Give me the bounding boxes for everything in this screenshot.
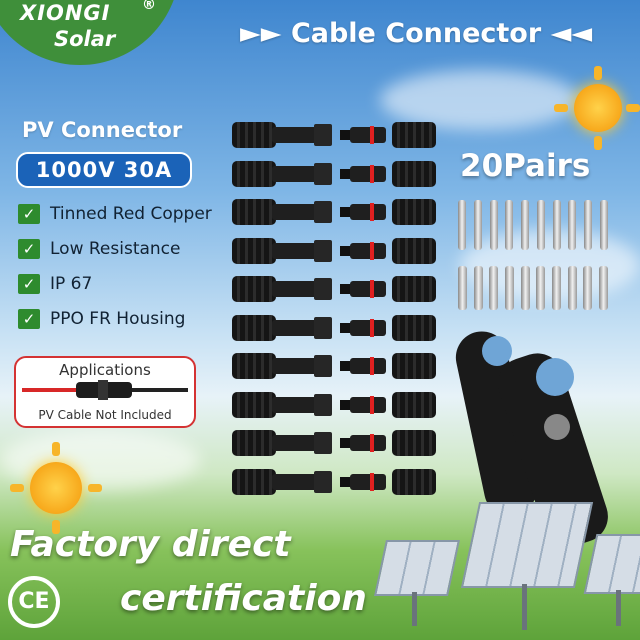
male-connector — [232, 426, 336, 465]
check-icon: ✓ — [18, 309, 40, 329]
female-connector — [340, 157, 444, 196]
brand-sub: Solar — [54, 27, 116, 51]
crimp-pin-icon — [552, 200, 561, 250]
feature-text: Tinned Red Copper — [50, 204, 212, 224]
male-connector — [232, 234, 336, 273]
male-connector — [232, 157, 336, 196]
feature-item: ✓ Tinned Red Copper — [18, 202, 228, 237]
female-connector — [340, 272, 444, 311]
female-connector — [340, 234, 444, 273]
crimp-pin-icon — [584, 200, 593, 250]
crimp-pin-icon — [473, 266, 483, 310]
red-cable — [22, 388, 84, 392]
female-connector — [340, 426, 444, 465]
crimp-pin-icon — [458, 200, 466, 250]
connector-column-female — [340, 118, 444, 503]
male-connector — [232, 349, 336, 388]
headline: ►► Cable Connector ◄◄ — [240, 18, 592, 49]
applications-note: PV Cable Not Included — [38, 408, 172, 422]
pin-row — [458, 266, 608, 310]
crimp-pin-icon — [505, 200, 514, 250]
female-connector — [340, 311, 444, 350]
applications-title: Applications — [59, 361, 151, 379]
crimp-pin-icon — [599, 200, 608, 250]
brand-name: XIONGI — [20, 1, 111, 25]
crimp-pin-icon — [473, 200, 482, 250]
slogan-line1: Factory direct — [10, 524, 291, 565]
male-connector — [232, 465, 336, 504]
feature-text: Low Resistance — [50, 239, 181, 259]
crimp-pin-icon — [520, 266, 530, 310]
rating-badge: 1000V 30A — [16, 152, 192, 188]
connector-column-male — [232, 118, 336, 503]
crimp-pin-icon — [504, 266, 514, 310]
feature-text: IP 67 — [50, 274, 93, 294]
male-connector — [232, 388, 336, 427]
registered-mark: ® — [142, 0, 156, 13]
crimp-pin-icon — [489, 200, 498, 250]
feature-item: ✓ IP 67 — [18, 272, 228, 307]
crimp-pin-icon — [489, 266, 499, 310]
ce-mark-icon: CE — [8, 576, 60, 628]
arrow-icon: ◄◄ — [550, 18, 593, 49]
female-connector — [340, 195, 444, 234]
pairs-count: 20Pairs — [460, 148, 591, 184]
crimp-pin-icon — [536, 266, 546, 310]
cloud — [380, 70, 580, 130]
feature-item: ✓ PPO FR Housing — [18, 307, 228, 342]
female-connector — [340, 465, 444, 504]
crimp-pin-icon — [536, 200, 545, 250]
crimp-pin-icon — [458, 266, 467, 310]
crimp-pin-icon — [567, 266, 577, 310]
female-connector — [340, 118, 444, 157]
female-connector — [340, 349, 444, 388]
pin-row — [458, 200, 608, 250]
check-icon: ✓ — [18, 274, 40, 294]
male-connector — [232, 311, 336, 350]
male-connector — [232, 195, 336, 234]
check-icon: ✓ — [18, 239, 40, 259]
crimp-pin-icon — [568, 200, 577, 250]
check-icon: ✓ — [18, 204, 40, 224]
male-connector — [232, 118, 336, 157]
slogan-line2: certification — [120, 578, 367, 619]
product-name: PV Connector — [22, 118, 183, 142]
headline-title: Cable Connector — [290, 18, 542, 49]
crimp-pin-icon — [583, 266, 593, 310]
female-connector — [340, 388, 444, 427]
brand-logo: XIONGI ® Solar — [0, 0, 180, 65]
male-connector — [232, 272, 336, 311]
feature-list: ✓ Tinned Red Copper ✓ Low Resistance ✓ I… — [18, 202, 228, 342]
black-cable — [124, 388, 188, 392]
crimp-pin-icon — [521, 200, 530, 250]
crimp-pin-icon — [598, 266, 608, 310]
applications-box: Applications PV Cable Not Included — [14, 356, 196, 428]
connector-plug-icon — [98, 380, 108, 400]
feature-item: ✓ Low Resistance — [18, 237, 228, 272]
crimp-pin-icon — [551, 266, 561, 310]
arrow-icon: ►► — [240, 18, 282, 49]
feature-text: PPO FR Housing — [50, 309, 186, 329]
